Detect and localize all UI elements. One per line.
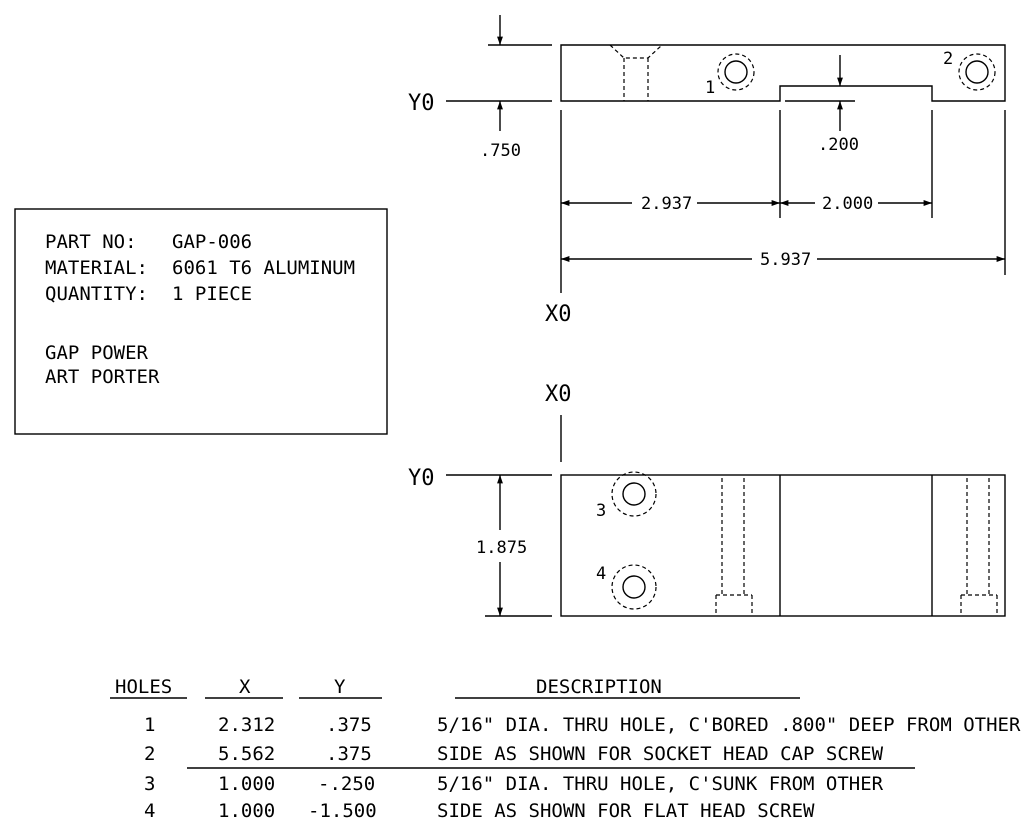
hole-table: HOLES X Y DESCRIPTION 1 2.312 .375 5/16"… xyxy=(110,676,1021,822)
front-view: 1 2 Y0 .750 .200 2.937 2.000 5.937 X0 xyxy=(408,15,1006,327)
author-name: ART PORTER xyxy=(45,366,160,388)
front-view-outline xyxy=(560,44,1006,102)
row-2-hole: 2 xyxy=(144,743,155,765)
countersink-hidden-lines xyxy=(609,44,663,101)
row-2-description: SIDE AS SHOWN FOR SOCKET HEAD CAP SCREW xyxy=(437,743,884,765)
front-y0-label: Y0 xyxy=(408,91,435,116)
hole-2-hidden-bore xyxy=(960,478,998,614)
hole-3-label: 3 xyxy=(596,501,606,521)
dim-5937-text: 5.937 xyxy=(760,250,811,270)
part-no-label: PART NO: xyxy=(45,231,137,253)
hole-2-counterbore xyxy=(958,53,996,91)
row-3-description: 5/16" DIA. THRU HOLE, C'SUNK FROM OTHER xyxy=(437,773,884,795)
row-3-hole: 3 xyxy=(144,773,155,795)
hole-1-hidden-bore xyxy=(715,478,753,614)
hole-2-label: 2 xyxy=(943,49,953,69)
header-holes: HOLES xyxy=(115,676,172,698)
row-1-hole: 1 xyxy=(144,714,155,736)
row-4-x: 1.000 xyxy=(218,800,275,822)
material-label: MATERIAL: xyxy=(45,257,148,279)
dim-200-text: .200 xyxy=(818,135,859,155)
company-name: GAP POWER xyxy=(45,342,149,364)
dim-2937-text: 2.937 xyxy=(641,194,692,214)
title-block: PART NO: GAP-006 MATERIAL: 6061 T6 ALUMI… xyxy=(14,208,388,435)
header-y: Y xyxy=(334,676,346,698)
header-x: X xyxy=(239,676,251,698)
hole-4-circle xyxy=(622,575,646,599)
part-no-value: GAP-006 xyxy=(172,231,252,253)
row-1-y: .375 xyxy=(326,714,372,736)
row-4-y: -1.500 xyxy=(308,800,377,822)
row-1-description: 5/16" DIA. THRU HOLE, C'BORED .800" DEEP… xyxy=(437,714,1021,736)
row-1-x: 2.312 xyxy=(218,714,275,736)
row-4-hole: 4 xyxy=(144,800,155,822)
dim-750-text: .750 xyxy=(480,141,521,161)
row-3-y: -.250 xyxy=(318,773,375,795)
hole-4-countersink xyxy=(611,564,657,610)
quantity-value: 1 PIECE xyxy=(172,283,252,305)
hole-3-circle xyxy=(622,482,646,506)
hole-1-counterbore xyxy=(717,53,755,91)
hole-3-countersink xyxy=(611,471,657,517)
material-value: 6061 T6 ALUMINUM xyxy=(172,257,355,279)
top-view: X0 3 4 Y0 1.875 xyxy=(408,382,1006,617)
row-2-x: 5.562 xyxy=(218,743,275,765)
row-2-y: .375 xyxy=(326,743,372,765)
quantity-label: QUANTITY: xyxy=(45,283,148,305)
hole-1-label: 1 xyxy=(705,78,715,98)
top-view-outline xyxy=(560,474,1006,617)
dim-1875-text: 1.875 xyxy=(476,538,527,558)
title-block-frame xyxy=(14,208,388,435)
hole-2-circle xyxy=(965,60,989,84)
header-description: DESCRIPTION xyxy=(536,676,662,698)
front-x0-label: X0 xyxy=(545,302,572,327)
hole-4-label: 4 xyxy=(596,564,606,584)
top-y0-label: Y0 xyxy=(408,466,435,491)
row-3-x: 1.000 xyxy=(218,773,275,795)
hole-1-circle xyxy=(724,60,748,84)
top-x0-label: X0 xyxy=(545,382,572,407)
row-4-description: SIDE AS SHOWN FOR FLAT HEAD SCREW xyxy=(437,800,815,822)
dim-2000-text: 2.000 xyxy=(822,194,873,214)
